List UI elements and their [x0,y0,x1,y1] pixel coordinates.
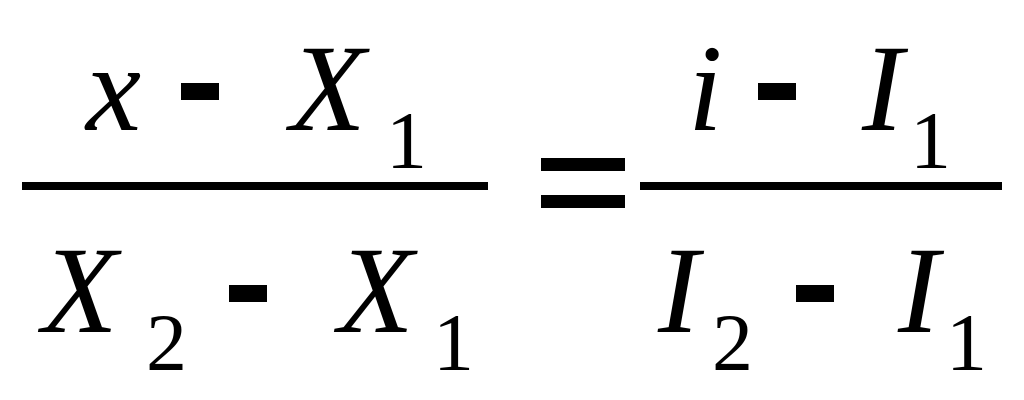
subscript-2: 2 [146,297,187,388]
equals-top-bar [541,158,625,171]
var-I: I [897,222,945,359]
right-fraction: i I 1 I 2 I 1 [640,20,1002,388]
minus-sign [181,83,219,100]
equals-bottom-bar [541,195,625,208]
right-numerator: i I 1 [688,20,951,186]
subscript-1: 1 [433,297,474,388]
right-fraction-bar [640,182,1002,190]
left-fraction: x X 1 X 2 X 1 [22,20,488,388]
left-numerator: x X 1 [84,20,427,186]
var-I: I [657,222,705,359]
var-x: x [84,20,141,157]
minus-sign [796,285,834,302]
subscript-2: 2 [712,297,753,388]
minus-sign [758,83,796,100]
var-i: i [688,20,722,157]
var-X: X [37,222,122,359]
subscript-1: 1 [910,95,951,186]
minus-sign [229,285,267,302]
left-denominator: X 2 X 1 [37,222,474,388]
equals-sign [541,158,625,208]
right-denominator: I 2 I 1 [657,222,987,388]
var-X: X [333,222,418,359]
left-fraction-bar [22,182,488,190]
subscript-1: 1 [386,95,427,186]
var-I: I [861,20,909,157]
subscript-1: 1 [946,297,987,388]
var-X: X [285,20,370,157]
